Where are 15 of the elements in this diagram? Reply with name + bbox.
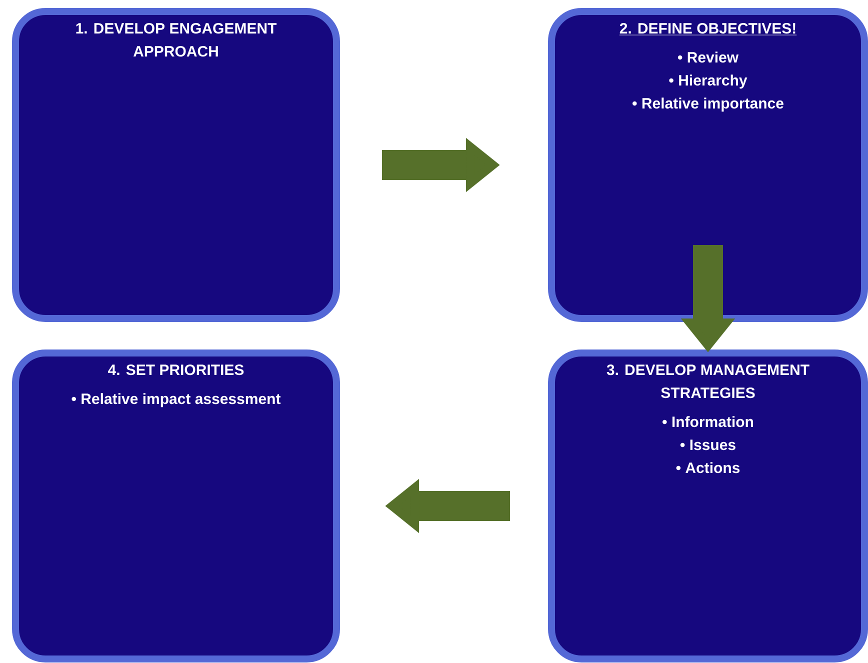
bullet-item: • Information bbox=[662, 416, 754, 428]
bullet-item: • Actions bbox=[676, 462, 740, 474]
bullet-item: • Hierarchy bbox=[669, 74, 748, 89]
rounded-box bbox=[12, 8, 340, 322]
heading: 1. DEVELOP ENGAGEMENT APPROACH bbox=[76, 23, 277, 57]
bullet-item: • Issues bbox=[680, 440, 736, 450]
bullet-item: • Review bbox=[678, 52, 739, 63]
bullet-item: • Relative importance bbox=[632, 98, 784, 112]
heading: 2. DEFINE OBJECTIVES! bbox=[619, 23, 797, 36]
bullet-item: • Relative impact assessment bbox=[72, 393, 281, 408]
heading: 4. SET PRIORITIES bbox=[108, 364, 244, 376]
rounded-box bbox=[12, 350, 340, 662]
rounded-box bbox=[548, 350, 868, 662]
heading: 3. DEVELOP MANAGEMENT STRATEGIES bbox=[606, 364, 810, 398]
rounded-box bbox=[548, 8, 868, 322]
